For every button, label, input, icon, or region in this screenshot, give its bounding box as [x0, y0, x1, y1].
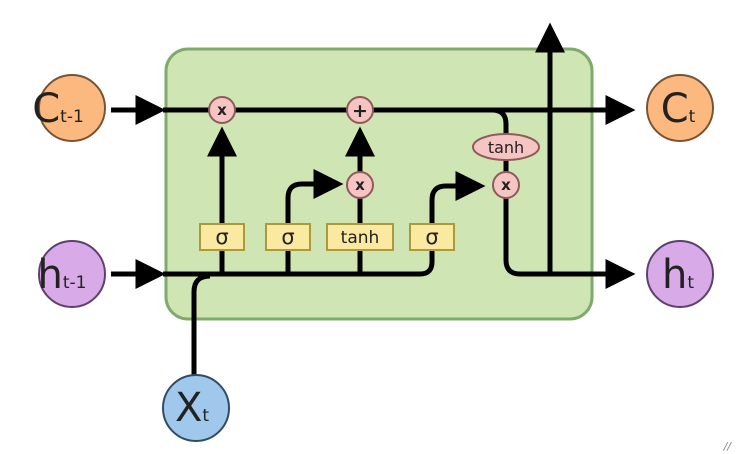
candidate-gate-label: tanh — [341, 228, 380, 248]
cell-tap-wire — [491, 107, 509, 134]
h-t-main: h — [662, 252, 687, 298]
tanh-op: tanh — [472, 133, 540, 161]
c-prev-node: Ct-1 — [32, 74, 106, 142]
c-prev-sub: t-1 — [60, 107, 84, 127]
c-t-node: Ct — [646, 74, 714, 142]
forget-multiply-label: x — [217, 101, 227, 119]
candidate-gate: tanh — [326, 223, 394, 251]
input-multiply-op: x — [346, 171, 374, 199]
h-prev-main: h — [38, 252, 63, 298]
svg-text:Ct-1: Ct-1 — [32, 86, 84, 132]
x-input-wire — [191, 273, 211, 376]
output-gate-label: σ — [425, 225, 438, 249]
bottom-bus-wire — [163, 250, 435, 277]
input-gate-label: σ — [281, 225, 294, 249]
output-gate: σ — [409, 223, 455, 251]
forget-gate: σ — [199, 223, 245, 251]
h-t-node: ht — [646, 240, 714, 308]
x-t-node: Xt — [162, 374, 230, 442]
x-t-sub: t — [202, 406, 209, 426]
add-label: + — [352, 100, 368, 122]
h-prev-sub: t-1 — [63, 273, 87, 293]
svg-text:Xt: Xt — [175, 385, 209, 431]
svg-text:Ct: Ct — [661, 86, 696, 132]
add-op: + — [346, 96, 374, 124]
h-t-sub: t — [687, 273, 694, 293]
c-t-sub: t — [689, 107, 696, 127]
c-t-main: C — [661, 86, 689, 132]
tanh-op-label: tanh — [488, 138, 524, 157]
c-prev-main: C — [32, 86, 60, 132]
lstm-cell-body — [164, 47, 594, 321]
forget-multiply-op: x — [208, 96, 236, 124]
input-gate-arrow — [285, 169, 344, 224]
x-t-main: X — [175, 385, 202, 431]
output-to-h-wire — [503, 198, 636, 289]
svg-text:ht: ht — [662, 252, 694, 298]
output-multiply-op: x — [492, 171, 520, 199]
input-gate: σ — [265, 223, 311, 251]
output-multiply-label: x — [501, 176, 511, 194]
svg-text:ht-1: ht-1 — [38, 252, 87, 298]
input-multiply-label: x — [355, 176, 365, 194]
forget-gate-label: σ — [215, 225, 228, 249]
output-gate-arrow — [429, 171, 486, 224]
h-prev-node: ht-1 — [38, 240, 106, 308]
corner-mark: // — [723, 440, 733, 453]
